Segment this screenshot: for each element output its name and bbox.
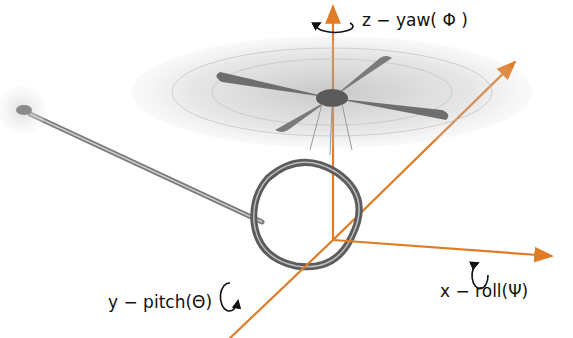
- axis-label: z − yaw( Φ ): [362, 10, 468, 30]
- rotor-disc: [132, 36, 532, 148]
- tail-hub: [16, 105, 32, 115]
- rotor-blade: [332, 98, 448, 120]
- tail-highlight: [30, 114, 262, 222]
- rotor-hub: [316, 89, 348, 107]
- rotor-blade: [216, 72, 332, 98]
- frame: [254, 162, 359, 267]
- pitch-rotation: [220, 283, 238, 311]
- axis-label: y − pitch(Θ): [108, 292, 212, 312]
- frame-highlight: [254, 162, 359, 267]
- axis-label: x − roll(Ψ): [440, 281, 528, 301]
- tail-rotor: [0, 86, 46, 134]
- y-axis: [228, 240, 333, 338]
- yaw-rotation: [317, 23, 353, 32]
- tail-boom: [30, 114, 262, 222]
- x-axis: [333, 240, 552, 256]
